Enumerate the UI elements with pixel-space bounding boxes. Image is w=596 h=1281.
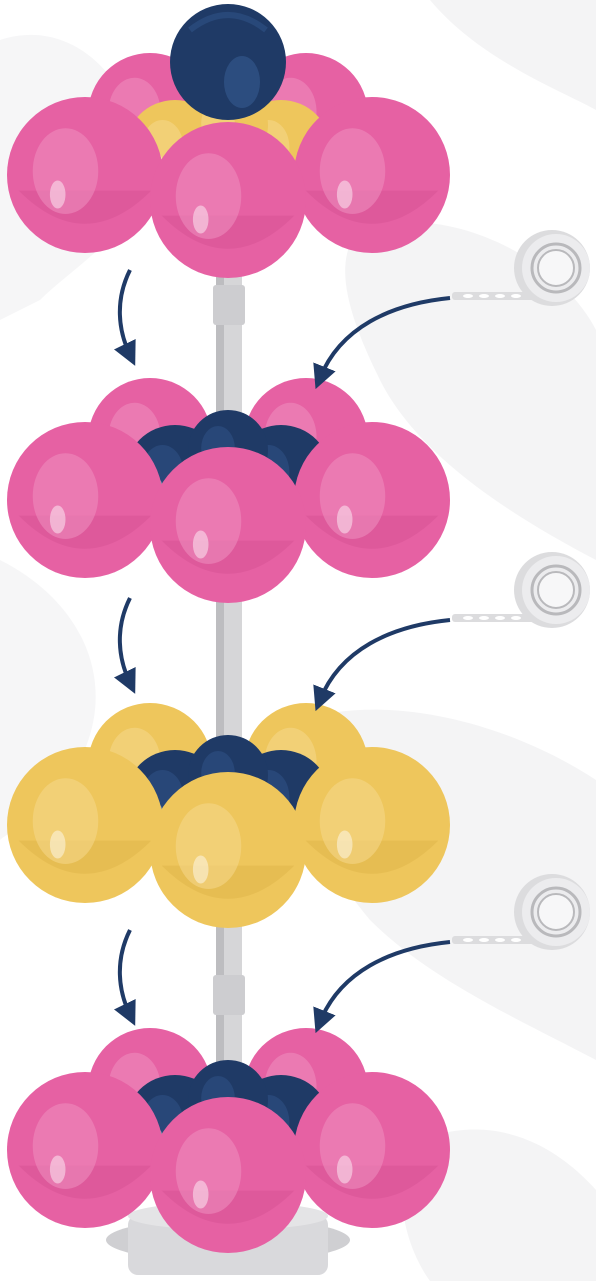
arrow-icon [120,270,130,355]
balloon [294,747,450,903]
balloon [7,1072,163,1228]
top-balloon [170,4,286,120]
balloon [150,1097,306,1253]
balloon [7,422,163,578]
balloon [150,122,306,278]
balloon-cluster [7,378,450,603]
balloon [294,422,450,578]
arrow-icon [320,620,450,700]
balloon [294,1072,450,1228]
balloon [150,772,306,928]
balloon-cluster [7,1028,450,1253]
step-arrows-left [120,270,130,1015]
balloon [7,747,163,903]
balloon [294,97,450,253]
balloon [150,447,306,603]
arrow-icon [120,930,130,1015]
balloon [7,97,163,253]
tape-roll-icon [452,552,590,628]
arrow-icon [120,598,130,683]
